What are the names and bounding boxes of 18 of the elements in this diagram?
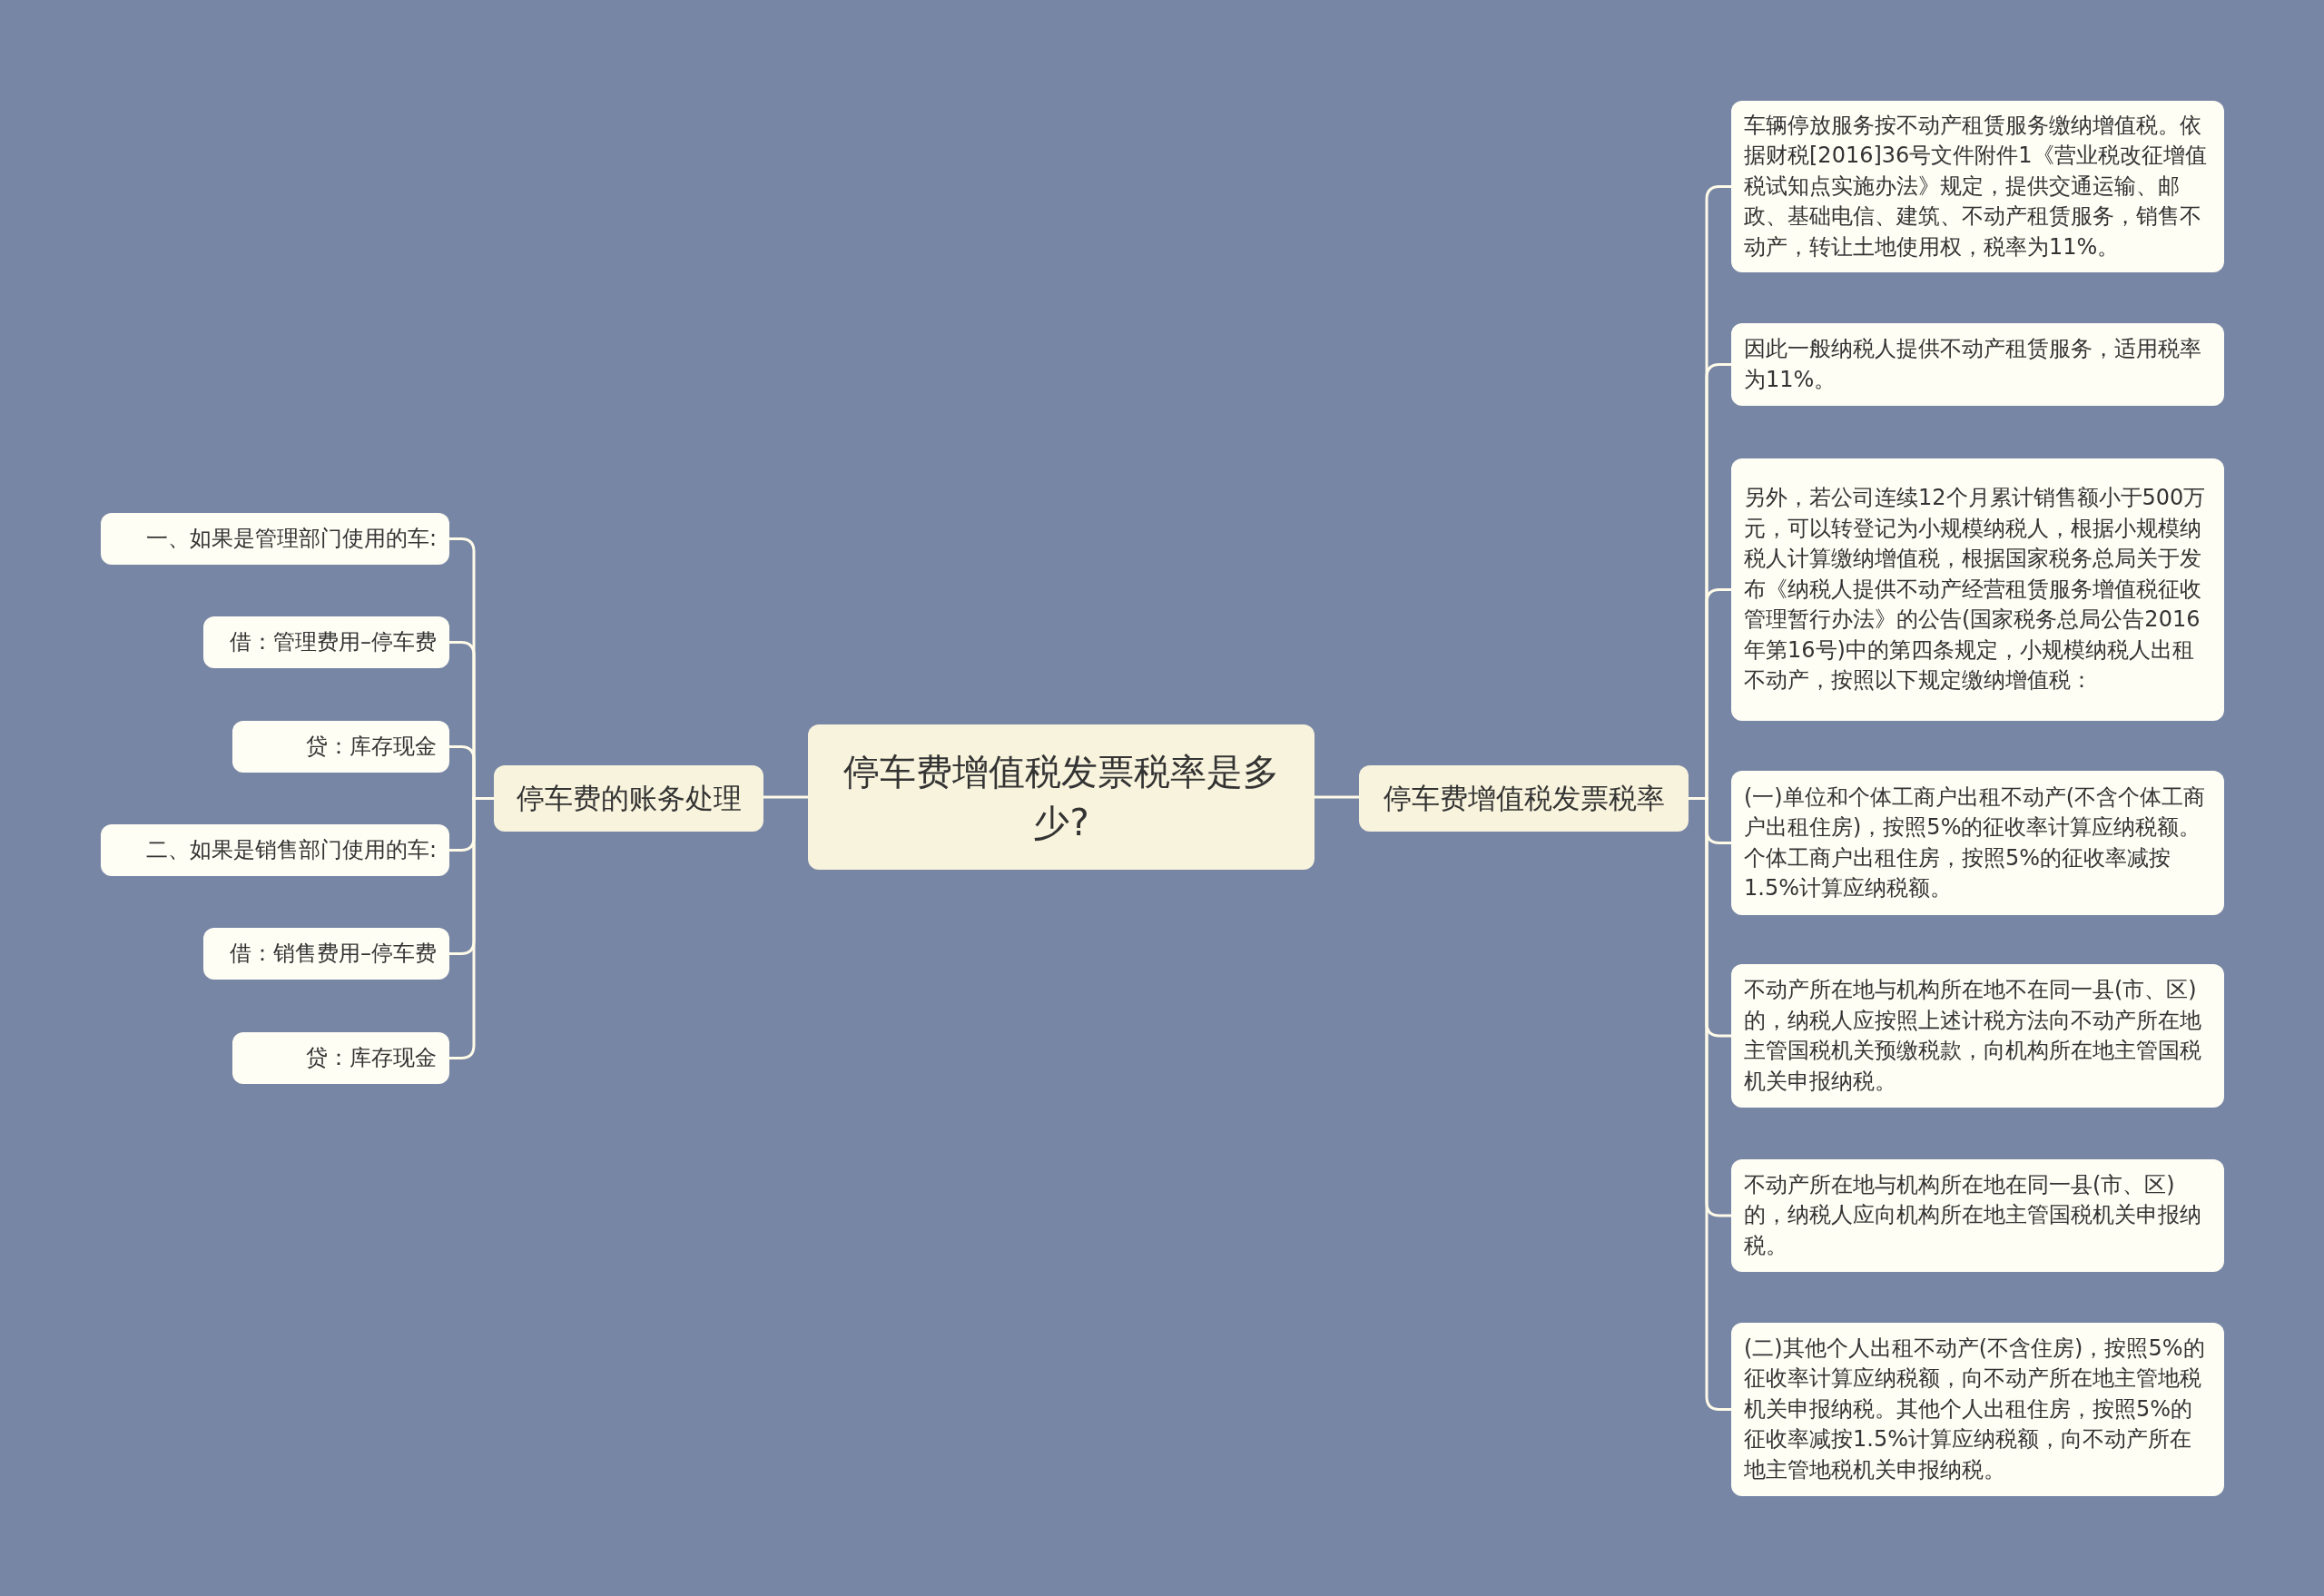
leaf-box: 贷：库存现金 xyxy=(232,1032,449,1084)
leaf-box: 一、如果是管理部门使用的车: xyxy=(101,513,449,565)
leaf-box: 车辆停放服务按不动产租赁服务缴纳增值税。依据财税[2016]36号文件附件1《营业税改征增值税试知点实施办法》规定，提供交通运输、邮政、基础电信、建筑、不动产租赁服务，销售不动产，转让土地使用权，税率为11%。 xyxy=(1731,101,2224,272)
leaf-box: 贷：库存现金 xyxy=(232,721,449,773)
leaf-box: 因此一般纳税人提供不动产租赁服务，适用税率为11%。 xyxy=(1731,323,2224,406)
leaf-box: 二、如果是销售部门使用的车: xyxy=(101,824,449,876)
leaf-box: (二)其他个人出租不动产(不含住房)，按照5%的征收率计算应纳税额，向不动产所在地主管地税机关申报纳税。其他个人出租住房，按照5%的征收率减按1.5%计算应纳税额，向不动产所在地主管地税机关申报纳税。 xyxy=(1731,1323,2224,1496)
leaf-box: 另外，若公司连续12个月累计销售额小于500万元，可以转登记为小规模纳税人，根据小规模纳税人计算缴纳增值税，根据国家税务总局关于发布《纳税人提供不动产经营租赁服务增值税征收管理暂行办法》的公告(国家税务总局公告2016年第16号)中的第四条规定，小规模纳税人出租不动产，按照以下规定缴纳增值税： xyxy=(1731,458,2224,721)
leaf-box: 不动产所在地与机构所在地在同一县(市、区)的，纳税人应向机构所在地主管国税机关申报纳税。 xyxy=(1731,1159,2224,1272)
branch-box: 停车费的账务处理 xyxy=(494,765,763,832)
leaf-box: 借：管理费用–停车费 xyxy=(203,616,449,668)
connector-line xyxy=(763,795,808,799)
leaf-box: (一)单位和个体工商户出租不动产(不含个体工商户出租住房)，按照5%的征收率计算应纳税额。个体工商户出租住房，按照5%的征收率减按1.5%计算应纳税额。 xyxy=(1731,771,2224,915)
topic-box: 停车费增值税发票税率是多少? xyxy=(808,724,1315,870)
branch-box: 停车费增值税发票税率 xyxy=(1359,765,1689,832)
leaf-box: 借：销售费用–停车费 xyxy=(203,928,449,980)
leaf-box: 不动产所在地与机构所在地不在同一县(市、区)的，纳税人应按照上述计税方法向不动产所在地主管国税机关预缴税款，向机构所在地主管国税机关申报纳税。 xyxy=(1731,964,2224,1108)
connector-line xyxy=(1315,795,1359,799)
